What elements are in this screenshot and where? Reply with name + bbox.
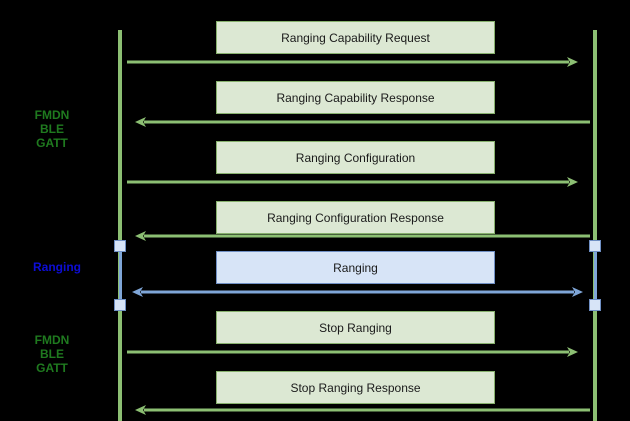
message-arrow-1-right: [127, 56, 578, 68]
ranging-activation-right-top: [589, 240, 601, 252]
right-lifeline: [593, 30, 597, 421]
message-box-ranging[interactable]: Ranging: [216, 251, 495, 284]
message-label: Ranging Configuration: [295, 150, 416, 165]
ranging-lifeline-left: [119, 246, 122, 304]
message-arrow-7-left: [135, 404, 590, 416]
phase-label-2: Ranging: [33, 260, 81, 274]
message-arrow-6-right: [127, 346, 578, 358]
message-label: Ranging Capability Request: [281, 30, 430, 45]
message-box-ranging-configuration[interactable]: Ranging Configuration: [216, 141, 495, 174]
message-arrow-2-left: [135, 116, 590, 128]
message-label: Ranging Configuration Response: [267, 210, 444, 225]
message-box-stop-ranging[interactable]: Stop Ranging: [216, 311, 495, 344]
ranging-activation-left-top: [114, 240, 126, 252]
left-lifeline: [118, 30, 122, 421]
message-box-stop-ranging-response[interactable]: Stop Ranging Response: [216, 371, 495, 404]
message-arrow-4-left: [135, 230, 590, 242]
phase-label-1: FMDN BLE GATT: [34, 108, 70, 150]
phase-label-3: FMDN BLE GATT: [34, 333, 70, 375]
message-arrow-3-right: [127, 176, 578, 188]
ranging-activation-left-bottom: [114, 299, 126, 311]
message-label: Ranging Capability Response: [276, 90, 435, 105]
message-label: Stop Ranging Response: [290, 380, 421, 395]
message-box-ranging-configuration-response[interactable]: Ranging Configuration Response: [216, 201, 495, 234]
message-label: Stop Ranging: [319, 320, 392, 335]
message-arrow-5-both: [132, 286, 583, 298]
ranging-lifeline-right: [594, 246, 597, 304]
message-label: Ranging: [333, 260, 378, 275]
message-box-ranging-capability-response[interactable]: Ranging Capability Response: [216, 81, 495, 114]
message-box-ranging-capability-request[interactable]: Ranging Capability Request: [216, 21, 495, 54]
ranging-activation-right-bottom: [589, 299, 601, 311]
